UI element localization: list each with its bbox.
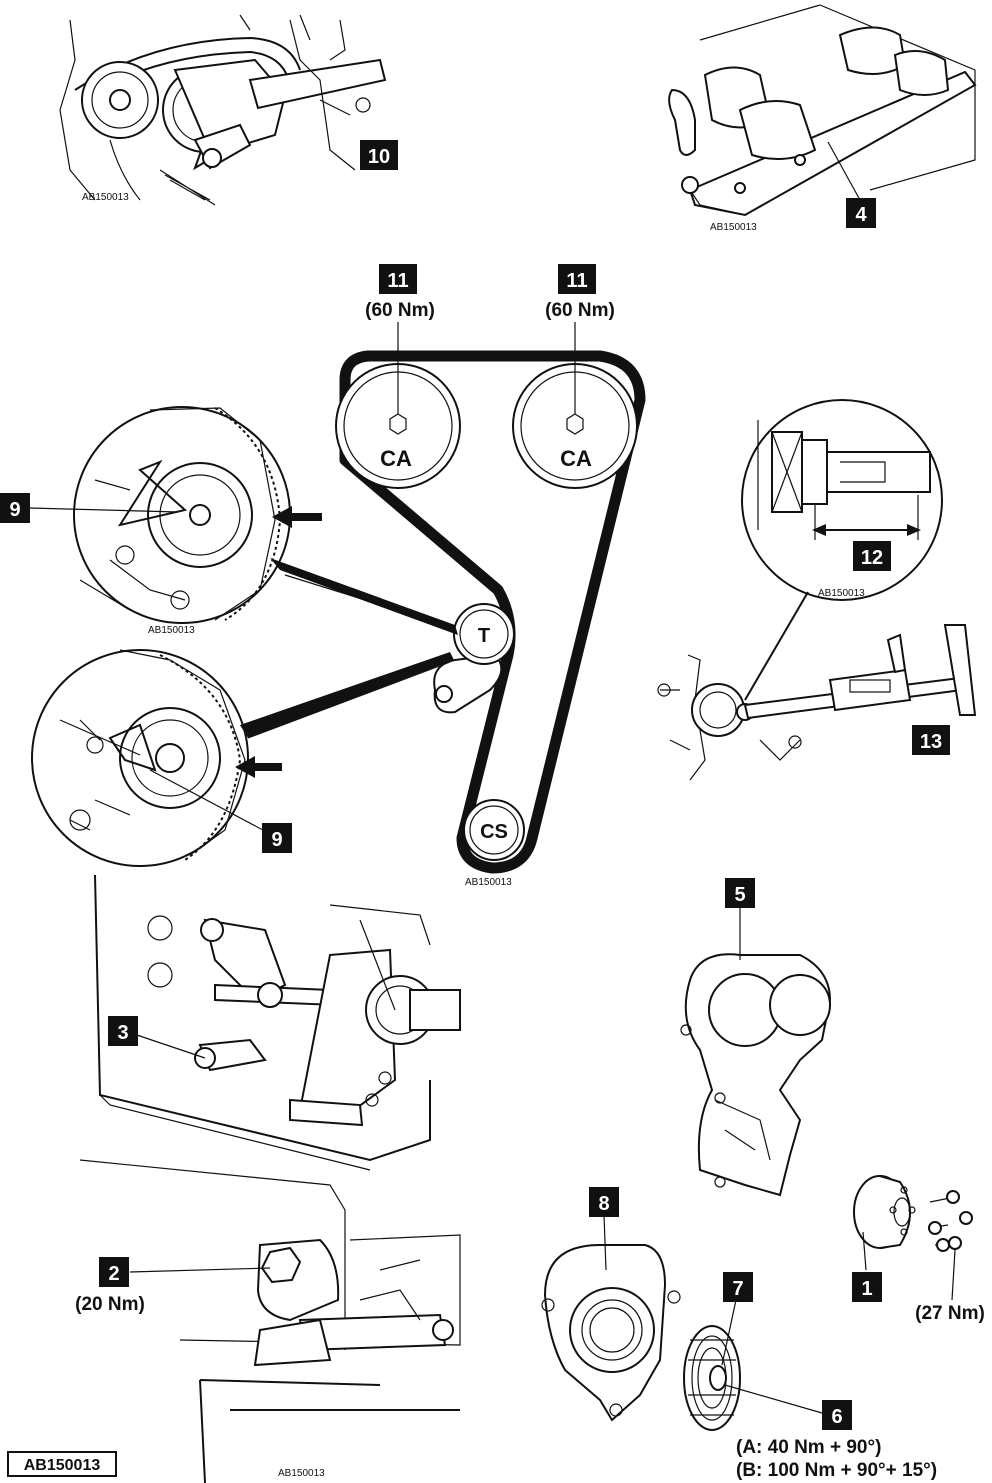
- torque-item-6-b: (B: 100 Nm + 90°+ 15°): [736, 1460, 937, 1481]
- badge-2: 2: [99, 1257, 129, 1287]
- ref-code-tensioner: AB150013: [148, 625, 195, 636]
- detail-damper-bolts: [853, 1175, 973, 1301]
- ref-code-top-left: AB150013: [82, 192, 129, 203]
- detail-lower-cover: [541, 1214, 681, 1422]
- tensioner-pulley: [453, 603, 515, 665]
- detail-tensioner-top: [73, 406, 291, 624]
- crankshaft-pulley: [463, 799, 525, 861]
- ref-code-belt: AB150013: [465, 877, 512, 888]
- arrow-tensioner-bottom: [235, 756, 282, 778]
- detail-crankshaft-lock-pin: [94, 874, 461, 1171]
- detail-flywheel-lock: [79, 1159, 461, 1483]
- torque-camshaft-left: (60 Nm): [365, 300, 435, 321]
- badge-10: 10: [360, 140, 398, 170]
- badge-3: 3: [108, 1016, 138, 1046]
- detail-camshaft-setting-bar: [668, 4, 977, 217]
- badge-5: 5: [725, 878, 755, 908]
- detail-camshaft-lock-tool: [59, 14, 387, 206]
- badge-11-right: 11: [558, 264, 596, 294]
- label-camshaft-right: CA: [560, 446, 592, 471]
- label-tensioner: T: [478, 625, 490, 647]
- svg-text:1: 1: [861, 1278, 872, 1300]
- badge-6: 6: [822, 1400, 852, 1430]
- svg-text:3: 3: [117, 1022, 128, 1044]
- badge-11-left: 11: [379, 264, 417, 294]
- badge-4: 4: [846, 198, 876, 228]
- badge-9-top: 9: [0, 493, 30, 523]
- detail-crankshaft-measurement: [741, 399, 943, 701]
- torque-item-1: (27 Nm): [915, 1303, 985, 1324]
- svg-text:8: 8: [598, 1193, 609, 1215]
- badge-8: 8: [589, 1187, 619, 1217]
- boxed-reference-code: AB150013: [7, 1451, 117, 1477]
- svg-text:10: 10: [368, 146, 390, 168]
- detail-timing-cover: [680, 905, 832, 1197]
- svg-text:11: 11: [387, 270, 408, 292]
- detail-caliper: [657, 624, 977, 781]
- svg-text:2: 2: [108, 1263, 119, 1285]
- svg-text:6: 6: [831, 1406, 842, 1428]
- svg-text:AB150013: AB150013: [24, 1457, 101, 1474]
- svg-text:7: 7: [732, 1278, 743, 1300]
- belt-routing-layout: [335, 322, 646, 874]
- ref-code-top-right: AB150013: [710, 222, 757, 233]
- svg-text:9: 9: [271, 829, 282, 851]
- badge-13: 13: [912, 725, 950, 755]
- label-crankshaft: CS: [480, 821, 508, 843]
- torque-camshaft-right: (60 Nm): [545, 300, 615, 321]
- ref-code-bottom: AB150013: [278, 1468, 325, 1479]
- badge-1: 1: [852, 1272, 882, 1302]
- badge-7: 7: [723, 1272, 753, 1302]
- arrow-tensioner-top: [272, 506, 322, 528]
- badge-12: 12: [853, 541, 891, 571]
- label-camshaft-left: CA: [380, 446, 412, 471]
- svg-text:12: 12: [861, 547, 883, 569]
- svg-text:9: 9: [9, 499, 20, 521]
- torque-item-6-a: (A: 40 Nm + 90°): [736, 1437, 881, 1458]
- svg-text:4: 4: [855, 204, 867, 226]
- badge-9-bottom: 9: [262, 823, 292, 853]
- svg-text:11: 11: [566, 270, 587, 292]
- detail-tensioner-bottom: [31, 649, 249, 867]
- svg-text:5: 5: [734, 884, 745, 906]
- torque-item-2: (20 Nm): [75, 1294, 145, 1315]
- ref-code-crank-measure: AB150013: [818, 588, 865, 599]
- svg-text:13: 13: [920, 731, 942, 753]
- detail-crankshaft-pulley-bolt: [683, 1299, 823, 1431]
